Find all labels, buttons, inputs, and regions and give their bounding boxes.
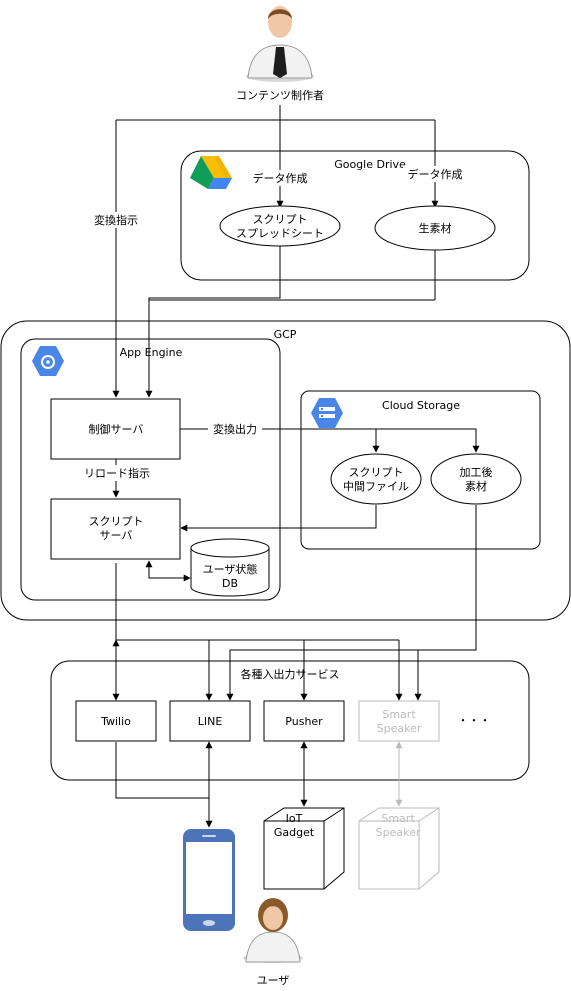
edge-processed-to-services	[226, 505, 477, 701]
smart-speaker-service-label-1: Smart	[382, 708, 416, 721]
edge-label-convert-instruction: 変換指示	[94, 213, 138, 227]
man-in-suit-icon	[246, 6, 314, 82]
cloud-storage-title: Cloud Storage	[382, 399, 460, 412]
edge-db-link	[145, 560, 191, 582]
app-engine-icon	[32, 346, 64, 376]
line-label: LINE	[198, 715, 223, 728]
control-server-node	[50, 398, 181, 460]
user-state-db-label-2: DB	[222, 577, 238, 590]
smart-speaker-device-label-2: Speaker	[376, 826, 421, 839]
app-engine-title: App Engine	[120, 346, 183, 359]
user-state-db-node	[190, 538, 270, 597]
script-intermediate-label-2: 中間ファイル	[343, 480, 409, 493]
script-server-label-1: スクリプト	[89, 515, 144, 528]
edge-label-data-create-left: データ作成	[253, 171, 308, 185]
edge-label-reload-instruction: リロード指示	[84, 466, 150, 480]
cloud-storage-icon	[311, 398, 343, 428]
pusher-node	[263, 700, 345, 742]
edge-intermediate-to-script-server	[180, 505, 377, 532]
user-state-db-label-1: ユーザ状態	[203, 562, 258, 576]
processed-material-label-1: 加工後	[460, 465, 493, 479]
edge-sheet-to-control	[145, 246, 281, 398]
twilio-node	[75, 700, 157, 742]
edge-label-data-create-right: データ作成	[408, 167, 463, 181]
gcp-title: GCP	[274, 328, 297, 341]
script-server-label-2: サーバ	[100, 529, 133, 542]
edge-convert-output	[180, 428, 480, 453]
raw-material-node	[374, 205, 496, 251]
smart-speaker-service-node	[358, 700, 440, 742]
smart-speaker-device-label-1: Smart	[381, 812, 415, 825]
google-drive-title: Google Drive	[334, 158, 406, 171]
pusher-label: Pusher	[285, 715, 323, 728]
script-spreadsheet-label-1: スクリプト	[253, 213, 308, 226]
io-services-container	[50, 660, 530, 781]
more-services-ellipsis: ・・・	[458, 714, 491, 727]
woman-user-icon	[243, 898, 303, 963]
edge-label-convert-output: 変換出力	[213, 422, 257, 436]
script-server-node	[50, 498, 181, 560]
edge-twilio-to-phone	[115, 742, 209, 799]
google-drive-icon	[190, 156, 232, 189]
script-intermediate-label-1: スクリプト	[349, 466, 404, 479]
line-node	[169, 700, 251, 742]
user-label: ユーザ	[257, 974, 290, 987]
script-spreadsheet-label-2: スプレッドシート	[236, 227, 324, 240]
raw-material-label: 生素材	[419, 221, 452, 235]
iot-gadget-node	[263, 807, 345, 890]
smart-speaker-service-label-2: Speaker	[377, 722, 422, 735]
script-spreadsheet-node	[219, 205, 341, 247]
iot-gadget-label-2: Gadget	[274, 826, 315, 839]
smart-speaker-device-node	[358, 807, 440, 890]
google-drive-container	[180, 150, 530, 281]
creator-label: コンテンツ制作者	[236, 89, 324, 102]
cloud-storage-container	[300, 390, 541, 550]
processed-material-node	[430, 453, 522, 505]
control-server-label: 制御サーバ	[89, 422, 144, 436]
gcp-container	[0, 320, 571, 621]
connectors	[112, 105, 480, 828]
script-intermediate-node	[330, 453, 422, 505]
iot-gadget-label-1: IoT	[286, 812, 303, 825]
app-engine-container	[20, 338, 281, 601]
smartphone-icon	[183, 829, 235, 931]
io-services-title: 各種入出力サービス	[241, 667, 340, 681]
processed-material-label-2: 素材	[465, 479, 487, 493]
twilio-label: Twilio	[100, 715, 131, 728]
